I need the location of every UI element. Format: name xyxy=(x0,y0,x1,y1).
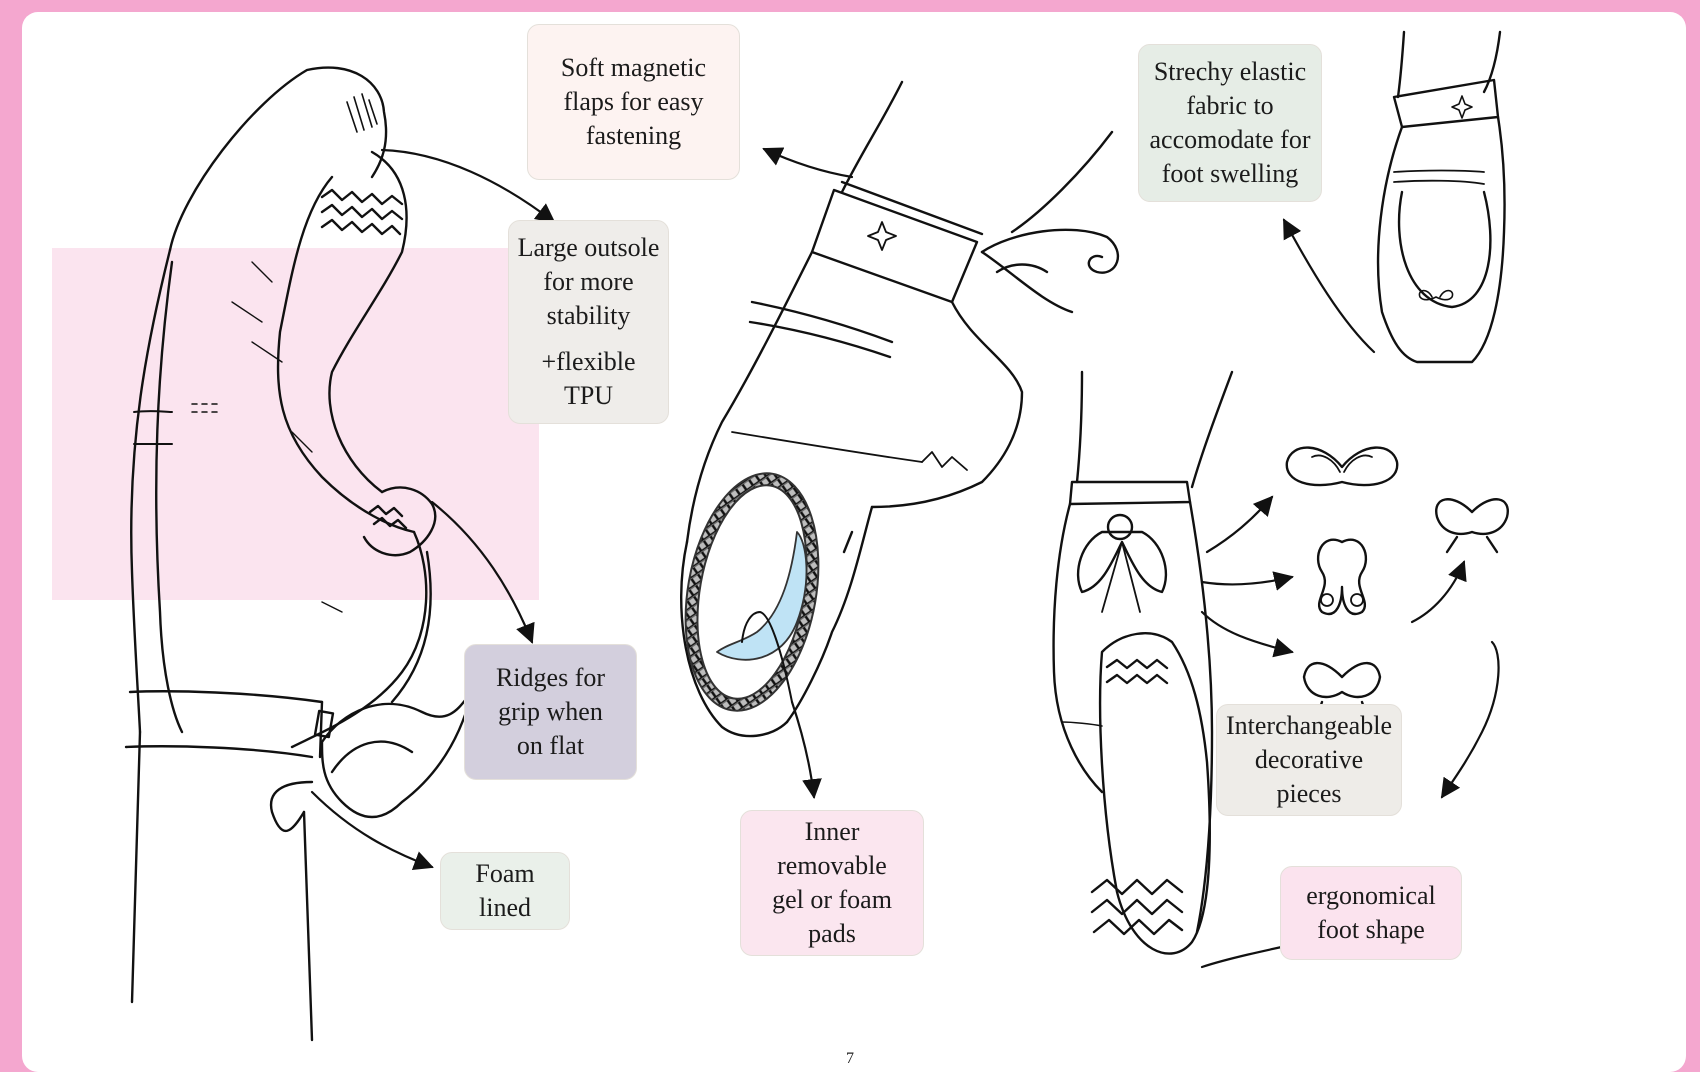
label-line: flaps for easy xyxy=(563,87,704,116)
label-line: lined xyxy=(479,893,531,922)
label-line: ergonomical xyxy=(1306,881,1436,910)
label-line: Soft magnetic xyxy=(560,53,707,82)
label-line: Strechy elastic xyxy=(1153,57,1307,86)
label-magnetic-flaps: Soft magnetic flaps for easy fastening xyxy=(527,24,740,180)
label-inner-pads: Inner removable gel or foam pads xyxy=(740,810,924,956)
label-line: pieces xyxy=(1276,779,1342,808)
label-line: Inner xyxy=(804,817,860,846)
label-large-outsole: Large outsole for more stability +flexib… xyxy=(508,220,669,424)
pink-background-panel xyxy=(52,248,539,600)
label-line: stability xyxy=(546,301,631,330)
top-right-shoe-sketch xyxy=(1376,30,1506,364)
label-line: Large outsole xyxy=(517,233,660,262)
shoe-sketches xyxy=(124,30,1509,1042)
label-stretchy-fabric: Strechy elastic fabric to accomodate for… xyxy=(1138,44,1322,202)
label-line: Interchangeable xyxy=(1225,711,1392,740)
label-line: +flexible xyxy=(541,347,636,376)
label-line: accomodate for xyxy=(1149,125,1311,154)
label-line: on flat xyxy=(516,731,585,760)
label-line: fabric to xyxy=(1186,91,1274,120)
label-interchangeable: Interchangeable decorative pieces xyxy=(1216,704,1402,816)
label-line: pads xyxy=(808,919,856,948)
label-foam-lined: Foam lined xyxy=(440,852,570,930)
label-line: for more xyxy=(543,267,634,296)
label-line: fastening xyxy=(585,121,682,150)
bottom-right-shoe-sketch xyxy=(1052,370,1234,955)
label-line: foot swelling xyxy=(1161,159,1299,188)
label-line: grip when xyxy=(498,697,603,726)
decorative-pieces-sketches xyxy=(1285,446,1509,719)
label-ridges: Ridges for grip when on flat xyxy=(464,644,637,780)
callout-arrows xyxy=(310,147,1500,969)
label-line: Ridges for xyxy=(495,663,606,692)
left-shoe-sketch xyxy=(124,66,474,1042)
label-line: gel or foam xyxy=(772,885,892,914)
label-ergonomic: ergonomical foot shape xyxy=(1280,866,1462,960)
label-line: TPU xyxy=(563,381,614,410)
label-line: removable xyxy=(777,851,887,880)
label-line: foot shape xyxy=(1317,915,1425,944)
page-number: 7 xyxy=(846,1050,854,1067)
page: Soft magnetic flaps for easy fastening L… xyxy=(22,12,1686,1072)
label-line: decorative xyxy=(1254,745,1364,774)
center-shoe-sketch xyxy=(680,80,1119,738)
label-line: Foam xyxy=(475,859,535,888)
